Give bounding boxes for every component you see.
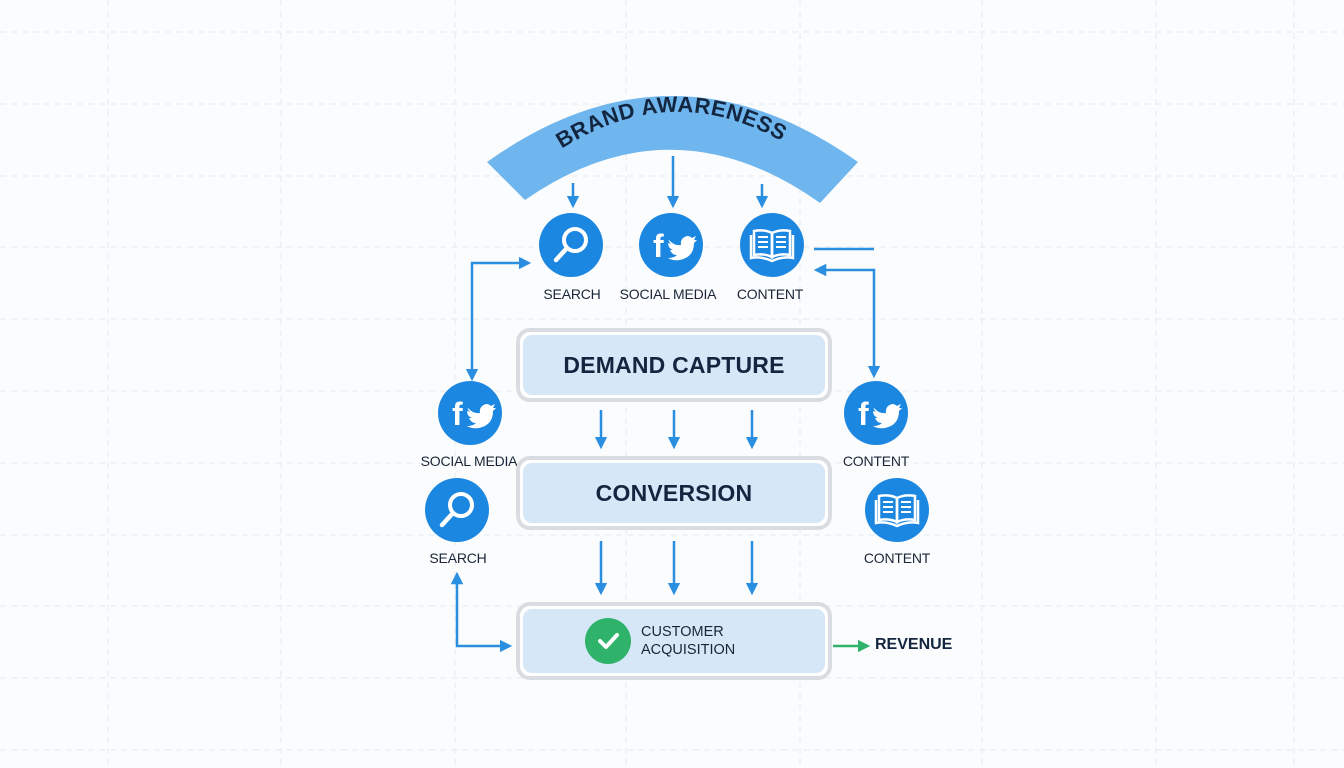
facebook-twitter-icon: f [452, 396, 496, 432]
demand-capture-title: DEMAND CAPTURE [563, 351, 785, 378]
top-social-media-icon[interactable]: f [639, 213, 703, 277]
arrow-left-loop-top [465, 256, 532, 382]
check-icon [585, 618, 631, 664]
svg-text:f: f [452, 396, 463, 432]
customer-acquisition-title: CUSTOMER ACQUISITION [641, 623, 735, 659]
stage-conversion[interactable]: CONVERSION [516, 456, 832, 530]
search-icon [439, 492, 474, 528]
top-search-label: SEARCH [543, 286, 601, 302]
right-content-label-1: CONTENT [842, 453, 910, 469]
stage-demand-capture-body: DEMAND CAPTURE [523, 335, 825, 395]
top-content-icon[interactable] [740, 213, 804, 277]
svg-text:f: f [653, 228, 664, 264]
stage-conversion-body: CONVERSION [523, 463, 825, 523]
right-social-content-icon[interactable]: f [844, 381, 908, 445]
top-content-label: CONTENT [736, 286, 804, 302]
svg-text:f: f [858, 396, 869, 432]
facebook-twitter-icon: f [858, 396, 902, 432]
brand-awareness-arc [487, 96, 858, 203]
arrow-right-loop [813, 263, 881, 379]
revenue-label: REVENUE [875, 636, 953, 653]
top-search-icon[interactable] [539, 213, 603, 277]
left-social-media-icon[interactable]: f [438, 381, 502, 445]
facebook-twitter-icon: f [653, 228, 697, 264]
stage-demand-capture[interactable]: DEMAND CAPTURE [516, 328, 832, 402]
stage-customer-acquisition[interactable]: CUSTOMER ACQUISITION [516, 602, 832, 680]
book-icon [874, 494, 920, 528]
acquisition-line-2: ACQUISITION [641, 642, 736, 658]
right-content-icon[interactable] [865, 478, 929, 542]
book-icon [749, 229, 795, 263]
stage-acquisition-body: CUSTOMER ACQUISITION [523, 609, 825, 673]
left-search-icon[interactable] [425, 478, 489, 542]
left-search-label: SEARCH [429, 550, 487, 566]
acquisition-line-1: CUSTOMER [641, 624, 724, 640]
left-social-media-label: SOCIAL MEDIA [420, 453, 518, 469]
arrow-search-to-acquisition [450, 571, 513, 653]
search-icon [553, 227, 588, 263]
conversion-title: CONVERSION [595, 479, 753, 506]
right-content-label-2: CONTENT [863, 550, 931, 566]
top-social-media-label: SOCIAL MEDIA [619, 286, 717, 302]
